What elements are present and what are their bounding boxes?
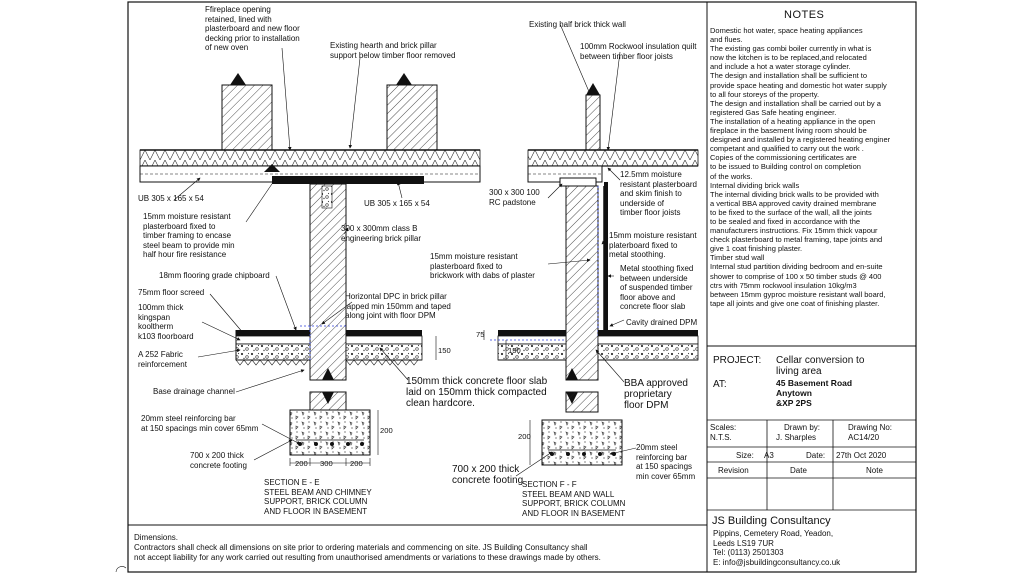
label-mr-board: 12.5mm moisture resistant plasterboard a… (620, 170, 697, 217)
rev-date-label: Date (790, 466, 807, 475)
revision-label: Revision (718, 466, 749, 475)
scales-label: Scales: (710, 423, 737, 432)
label-ub-left: UB 305 x 165 x 54 (138, 194, 204, 203)
label-pb-metal: 15mm moisture resistant platerboard fixe… (609, 231, 697, 259)
label-fabric: A 252 Fabric reinforcement (138, 350, 187, 369)
label-bar-ff: 20mm steel reinforcing bar at 150 spacin… (636, 443, 696, 481)
dim-h200-ee: 200 (380, 426, 393, 435)
date-label: Date: (806, 451, 826, 460)
size-label: Size: (736, 451, 754, 460)
label-pillar: 300 x 300mm class B engineering brick pi… (341, 224, 422, 243)
company-name: JS Building Consultancy (712, 515, 831, 527)
at-label: AT: (713, 379, 727, 390)
label-kingspan: 100mm thick kingspan kooltherm k103 floo… (138, 303, 194, 341)
label-drainage: Base drainage channel (153, 387, 235, 396)
label-padstone: 300 x 300 100 RC padstone (489, 188, 540, 207)
dim-150-ee: 150 (438, 346, 451, 355)
label-slab: 150mm thick concrete floor slab laid on … (406, 376, 548, 409)
label-dpc: Horizontal DPC in brick pillar lapped mi… (345, 292, 451, 320)
drawing-no-value: AC14/20 (848, 433, 880, 442)
label-hearth: Existing hearth and brick pillar support… (330, 41, 456, 60)
dim-200-b: 200 (350, 459, 363, 468)
notes-body: Domestic hot water, space heating applia… (710, 26, 891, 308)
dim-150-ff: 150 (508, 346, 521, 355)
dim-75: 75 (476, 330, 485, 339)
label-cavity: Cavity drained DPM (626, 318, 698, 327)
size-value: A3 (764, 451, 774, 460)
section-ee-title: SECTION E - E STEEL BEAM AND CHIMNEY SUP… (264, 478, 372, 516)
dim-300: 300 (320, 459, 333, 468)
drawing-no-label: Drawing No: (848, 423, 893, 432)
label-footing-ee: 700 x 200 thick concrete footing (190, 451, 247, 470)
label-halfbrick: Existing half brick thick wall (529, 20, 626, 29)
dimensions-heading: Dimensions. (134, 533, 179, 542)
drawn-label: Drawn by: (784, 423, 821, 432)
date-value: 27th Oct 2020 (836, 451, 887, 460)
project-label: PROJECT: (713, 355, 762, 366)
dim-h200-ff: 200 (518, 432, 531, 441)
section-ff-title: SECTION F - F STEEL BEAM AND WALL SUPPOR… (522, 480, 626, 518)
label-bar-ee: 20mm steel reinforcing bar at 150 spacin… (141, 414, 259, 433)
notes-title: NOTES (784, 9, 825, 21)
label-rockwool: 100mm Rockwool insulation quilt between … (580, 42, 697, 61)
label-ub-right: UB 305 x 165 x 54 (364, 199, 430, 208)
label-chipboard: 18mm flooring grade chipboard (159, 271, 270, 280)
dim-200-a: 200 (295, 459, 308, 468)
scales-value: N.T.S. (710, 433, 732, 442)
drawn-value: J. Sharples (776, 433, 817, 442)
company-address: Pippins, Cemetery Road, Yeadon, Leeds LS… (713, 529, 841, 567)
label-footing-ff: 700 x 200 thick concrete footing (452, 464, 524, 486)
project-address: 45 Basement Road Anytown &XP 2PS (776, 378, 853, 408)
label-bba: BBA approved proprietary floor DPM (624, 378, 688, 411)
dimensions-body: Contractors shall check all dimensions o… (134, 543, 601, 562)
label-fireplace: Ffireplace opening retained, lined with … (205, 5, 300, 52)
project-name: Cellar conversion to living area (776, 355, 865, 377)
label-plasterboard: 15mm moisture resistant plasterboard fix… (143, 212, 235, 259)
label-pb-dabs: 15mm moisture resistant plasterboard fix… (430, 252, 535, 280)
note-label: Note (866, 466, 883, 475)
label-stoothing: Metal stoothing fixed between underside … (620, 264, 694, 311)
label-screed: 75mm floor screed (138, 288, 205, 297)
